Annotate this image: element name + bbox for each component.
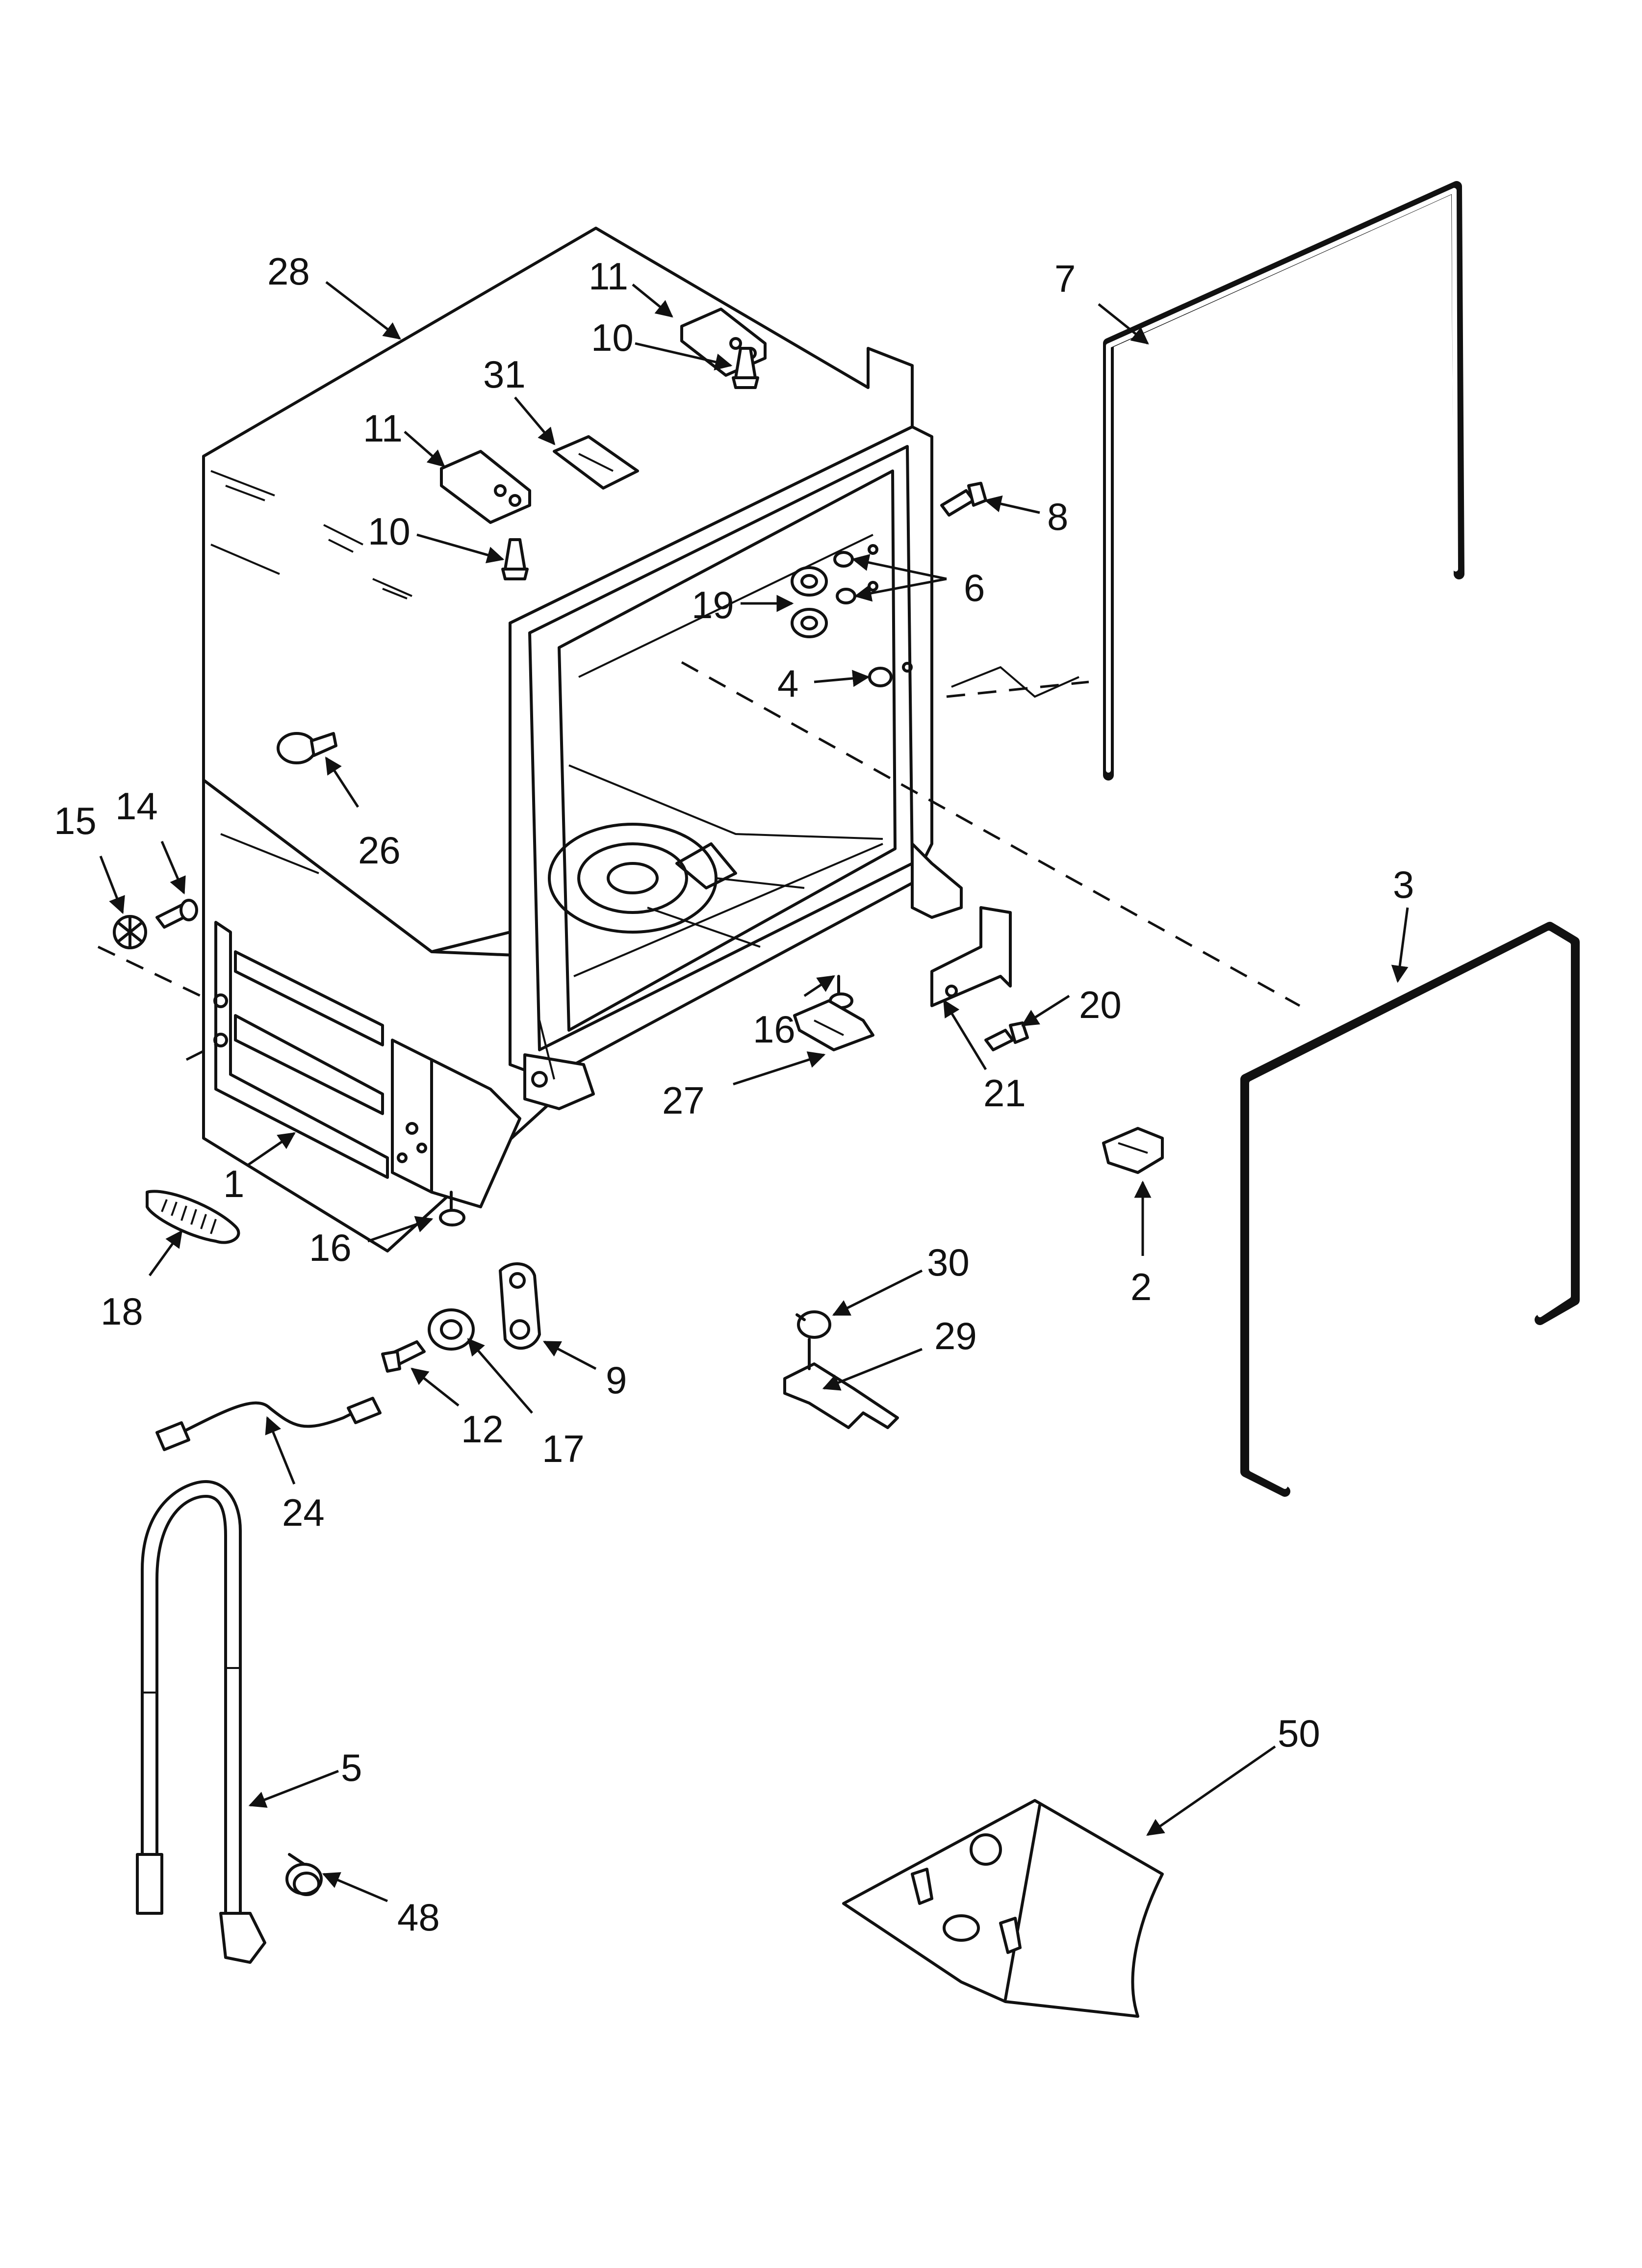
pivot-bracket-9 — [499, 1262, 541, 1350]
clip-27 — [793, 999, 874, 1051]
leader-lines — [99, 281, 1409, 1903]
leader-29 — [822, 1348, 923, 1391]
leader-30 — [832, 1269, 923, 1316]
screw-10-left — [501, 538, 529, 580]
nut-15 — [113, 915, 147, 949]
callout-28: 28 — [267, 250, 310, 293]
leader-21 — [943, 999, 987, 1070]
leader-8 — [984, 495, 1040, 514]
callout-24: 24 — [282, 1491, 325, 1534]
bracket-21 — [930, 906, 1012, 1007]
leader-6a — [851, 554, 947, 580]
screw-12 — [381, 1340, 426, 1373]
washer-17 — [428, 1308, 475, 1351]
screw-8 — [940, 482, 987, 517]
leader-4 — [814, 670, 870, 687]
door-gasket-top — [1103, 181, 1464, 781]
callout-12: 12 — [461, 1408, 504, 1451]
ground-wire-24 — [155, 1397, 382, 1451]
callout-7: 7 — [1054, 257, 1076, 300]
leader-48 — [322, 1872, 388, 1903]
callout-26: 26 — [358, 829, 401, 872]
leader-11a — [632, 284, 673, 318]
callout-31: 31 — [483, 353, 526, 396]
leader-7 — [1098, 303, 1149, 345]
leader-12 — [410, 1367, 460, 1407]
callout-18: 18 — [101, 1290, 143, 1333]
callout-11-top: 11 — [589, 255, 628, 298]
rollers-19 — [791, 566, 828, 638]
callout-4: 4 — [777, 662, 798, 705]
leader-26 — [325, 756, 359, 808]
callout-3: 3 — [1393, 863, 1414, 906]
leader-5 — [248, 1770, 339, 1808]
bracket-29 — [783, 1338, 899, 1429]
bracket-31 — [553, 435, 639, 490]
tub-assembly — [97, 227, 1301, 1252]
leader-18 — [148, 1230, 183, 1277]
leader-28 — [325, 281, 401, 340]
callout-50: 50 — [1278, 1712, 1320, 1755]
screw-20 — [984, 1021, 1029, 1051]
plug-26 — [277, 732, 337, 764]
leader-24 — [265, 1416, 296, 1485]
callout-9: 9 — [606, 1358, 627, 1402]
callout-21: 21 — [983, 1071, 1026, 1115]
leader-15 — [99, 856, 125, 914]
callout-27: 27 — [662, 1079, 705, 1122]
leader-11b — [404, 431, 445, 468]
drain-hose-5 — [136, 1480, 266, 1964]
screw-14 — [155, 899, 198, 929]
spring-18 — [146, 1190, 240, 1244]
callout-14: 14 — [115, 784, 158, 828]
leader-27 — [733, 1051, 826, 1086]
callout-48: 48 — [397, 1896, 440, 1939]
callout-2: 2 — [1130, 1265, 1152, 1308]
leader-31 — [514, 396, 556, 445]
sensor-30 — [795, 1310, 831, 1339]
leader-16b — [367, 1216, 434, 1243]
leader-10b — [416, 533, 505, 564]
callout-30: 30 — [927, 1241, 970, 1284]
leader-1 — [247, 1132, 296, 1167]
callout-20: 20 — [1079, 983, 1122, 1026]
callout-1: 1 — [223, 1162, 244, 1205]
parts-bag-50 — [842, 1799, 1164, 2018]
callout-6: 6 — [964, 566, 985, 609]
door-latch-2 — [1102, 1127, 1164, 1174]
tub-gasket-u — [1240, 922, 1580, 1497]
callout-15: 15 — [54, 799, 97, 842]
callout-labels: 28 11 10 31 11 10 7 8 6 19 4 26 15 14 3 … — [54, 250, 1414, 1939]
leader-10a — [635, 342, 733, 370]
leader-14 — [160, 841, 186, 895]
callout-5: 5 — [341, 1746, 362, 1789]
callout-16-upper: 16 — [753, 1008, 795, 1051]
callout-10-left: 10 — [368, 510, 410, 553]
callout-29: 29 — [934, 1314, 977, 1357]
leader-3 — [1391, 907, 1409, 983]
hinge-bracket-11-left — [440, 450, 531, 524]
callout-10-top: 10 — [591, 316, 634, 359]
leader-9 — [542, 1340, 597, 1370]
screw-10-right — [732, 347, 759, 389]
leader-20 — [1021, 994, 1070, 1027]
leader-6b — [854, 577, 947, 602]
leader-50 — [1146, 1745, 1276, 1836]
callout-8: 8 — [1047, 495, 1068, 538]
washers-6 — [833, 544, 878, 604]
callout-17: 17 — [542, 1427, 585, 1470]
leveling-leg-16-lower — [439, 1191, 465, 1226]
callout-16-lower: 16 — [309, 1226, 352, 1269]
leader-17 — [467, 1338, 533, 1414]
clamp-48 — [285, 1853, 323, 1896]
callout-19: 19 — [692, 583, 734, 626]
callout-11-left: 11 — [363, 407, 403, 450]
leader-16a — [803, 975, 835, 997]
